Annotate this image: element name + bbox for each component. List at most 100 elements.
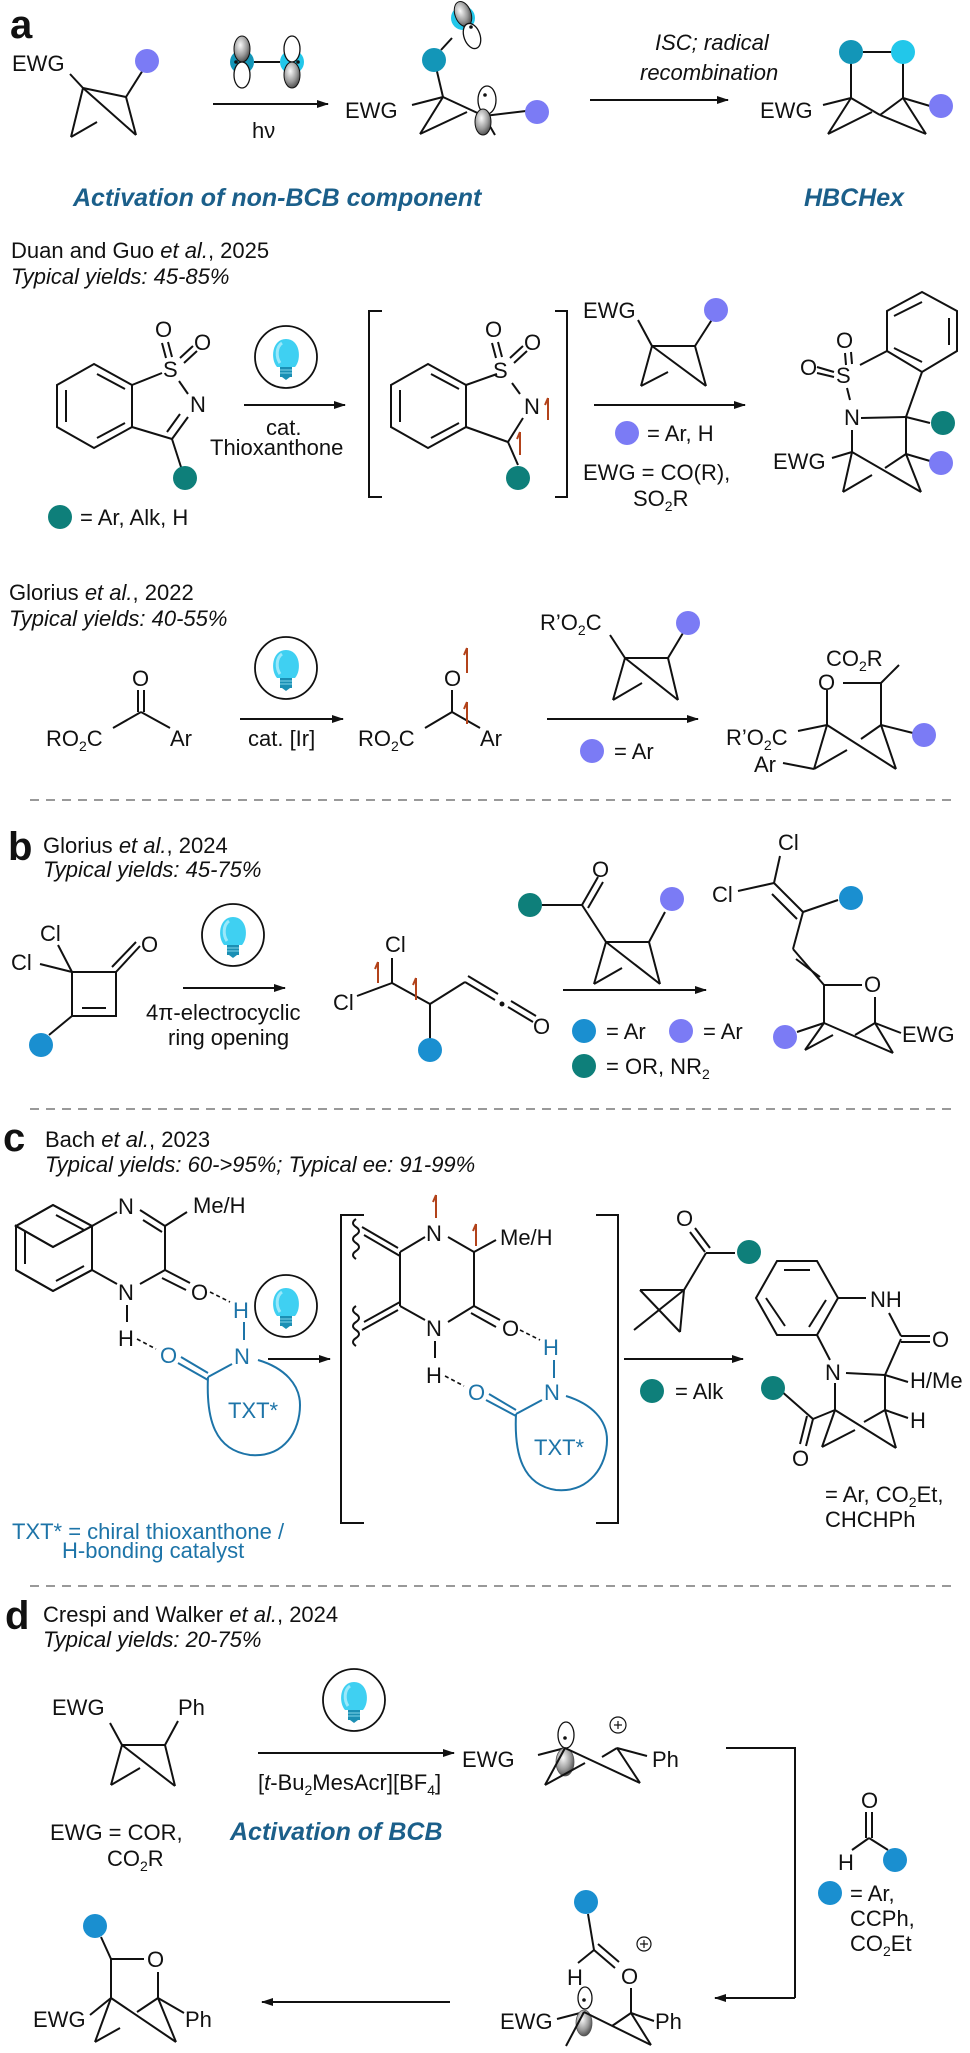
oxa-hbchex-product: CO2R O R’O2C Ar [726, 646, 936, 777]
purple-definition: = Ar [614, 739, 654, 764]
svg-text:RO2C: RO2C [46, 726, 103, 754]
svg-text:N: N [825, 1360, 841, 1385]
svg-text:O: O [132, 666, 149, 691]
svg-text:N: N [118, 1280, 134, 1305]
svg-text:Cl: Cl [333, 990, 354, 1015]
svg-text:EWG: EWG [760, 98, 813, 123]
teal-definition: = Alk [675, 1379, 724, 1404]
catalyst-definition-line2: H-bonding catalyst [62, 1538, 244, 1563]
blue-legend-dot [818, 1881, 842, 1905]
aza-polycycle-product: NH O N H/Me TXT* H O [754, 1260, 963, 1471]
citation-duan-guo: Duan and Guo et al., 2025 [11, 238, 269, 263]
purple-legend-dot [615, 421, 639, 445]
bcb-ketone-reagent: O [518, 857, 684, 985]
vinylketene-biradical: Cl Cl O [333, 932, 550, 1062]
svg-text:O: O [502, 1316, 519, 1341]
bracket-left [368, 310, 382, 498]
svg-text:O: O [533, 1014, 550, 1039]
isc-label: ISC; radical [655, 30, 770, 55]
svg-text:O: O [444, 666, 461, 691]
svg-text:Ar: Ar [480, 726, 502, 751]
light-bulb-icon [253, 635, 319, 701]
svg-text:O: O [191, 1280, 208, 1305]
svg-text:H: H [838, 1850, 854, 1875]
svg-text:R’O2C: R’O2C [726, 725, 788, 753]
ewg-definition-so2r: SO2R [633, 486, 688, 514]
electrocyclic-label: 4π-electrocyclic [146, 1000, 301, 1025]
svg-text:CO2R: CO2R [826, 646, 883, 674]
teal-definition: = Ar, Alk, H [80, 505, 188, 530]
headline-hbchex: HBCHex [804, 184, 905, 212]
svg-text:Me/H: Me/H [193, 1193, 246, 1218]
svg-text:H/Me: H/Me [910, 1368, 963, 1393]
svg-text:O: O [792, 1446, 809, 1471]
purple-substituent-dot [135, 49, 159, 73]
svg-text:H: H [910, 1408, 926, 1433]
svg-text:H: H [118, 1326, 134, 1351]
ketoester-reactant: RO2C O Ar [46, 666, 192, 754]
cyclobutenone-reactant: Cl Cl O [11, 921, 158, 1057]
headline-activation-bcb: Activation of BCB [229, 1818, 443, 1846]
svg-text:O: O [864, 972, 881, 997]
svg-text:Cl: Cl [385, 932, 406, 957]
light-bulb-icon [253, 1273, 319, 1339]
teal-legend-dot [640, 1379, 664, 1403]
svg-text:S: S [836, 363, 851, 388]
svg-text:Cl: Cl [778, 830, 799, 855]
svg-text:EWG: EWG [462, 1747, 515, 1772]
process-connector-line [726, 1747, 796, 1998]
svg-text:O: O [524, 330, 541, 355]
svg-text:Ar: Ar [170, 726, 192, 751]
yields-crespi-walker: Typical yields: 20-75% [43, 1627, 261, 1652]
svg-text:EWG: EWG [583, 298, 636, 323]
triplet-complex-intermediate: N Me/H N O H N H O TXT* [352, 1194, 609, 1492]
purple-definition: = Ar [703, 1019, 743, 1044]
svg-text:O: O [160, 1343, 177, 1368]
svg-text:N: N [544, 1380, 560, 1405]
svg-text:O: O [147, 1947, 164, 1972]
citation-glorius-2022: Glorius et al., 2022 [9, 580, 194, 605]
citation-crespi-walker: Crespi and Walker et al., 2024 [43, 1602, 338, 1627]
svg-text:EWG: EWG [52, 1695, 105, 1720]
benzisothiazole-reactant: S N O O [56, 317, 211, 490]
svg-text:Ph: Ph [652, 1747, 679, 1772]
biradical-intermediate: EWG [345, 0, 549, 136]
svg-text:H: H [543, 1335, 559, 1360]
svg-text:O: O [468, 1380, 485, 1405]
hv-label: hν [252, 118, 275, 143]
sulfonamide-biradical: S N O O [390, 317, 549, 490]
svg-text:O: O [592, 857, 609, 882]
hbchex-product: EWG [760, 40, 953, 135]
svg-text:Cl: Cl [11, 950, 32, 975]
svg-text:O: O [194, 330, 211, 355]
triplet-orbitals-icon [230, 35, 304, 89]
svg-text:H: H [233, 1298, 249, 1323]
light-bulb-icon [253, 324, 319, 390]
svg-text:N: N [524, 394, 540, 419]
svg-text:S: S [493, 358, 508, 383]
aldehyde-reagent: O H [838, 1788, 907, 1875]
purple-legend-dot [669, 1019, 693, 1043]
svg-text:H: H [426, 1363, 442, 1388]
blue-definition: = Ar [606, 1019, 646, 1044]
acridinium-catalyst-label: [t-Bu2MesAcr][BF4] [258, 1770, 441, 1798]
yields-glorius-2024: Typical yields: 45-75% [43, 857, 261, 882]
svg-text:N: N [234, 1344, 250, 1369]
bcb-reagent: EWG [583, 298, 728, 387]
svg-text:Ph: Ph [655, 2009, 682, 2034]
bcb-ester-reagent: R’O2C [540, 610, 700, 701]
svg-text:O: O [932, 1327, 949, 1352]
blue-legend-dot [572, 1019, 596, 1043]
yields-bach-2023: Typical yields: 60->95%; Typical ee: 91-… [45, 1152, 475, 1177]
svg-text:EWG: EWG [500, 2009, 553, 2034]
svg-text:O: O [800, 355, 817, 380]
svg-text:EWG: EWG [345, 98, 398, 123]
ewg-label: EWG [12, 51, 65, 76]
oxa-hbchex-product-d: O EWG Ph [33, 1914, 212, 2043]
bracket-right [596, 1214, 619, 1524]
panel-label-b: b [8, 825, 32, 869]
teal-legend-dot [48, 505, 72, 529]
ketyl-biradical: RO2C O Ar [358, 647, 502, 754]
citation-bach-2023: Bach et al., 2023 [45, 1127, 210, 1152]
